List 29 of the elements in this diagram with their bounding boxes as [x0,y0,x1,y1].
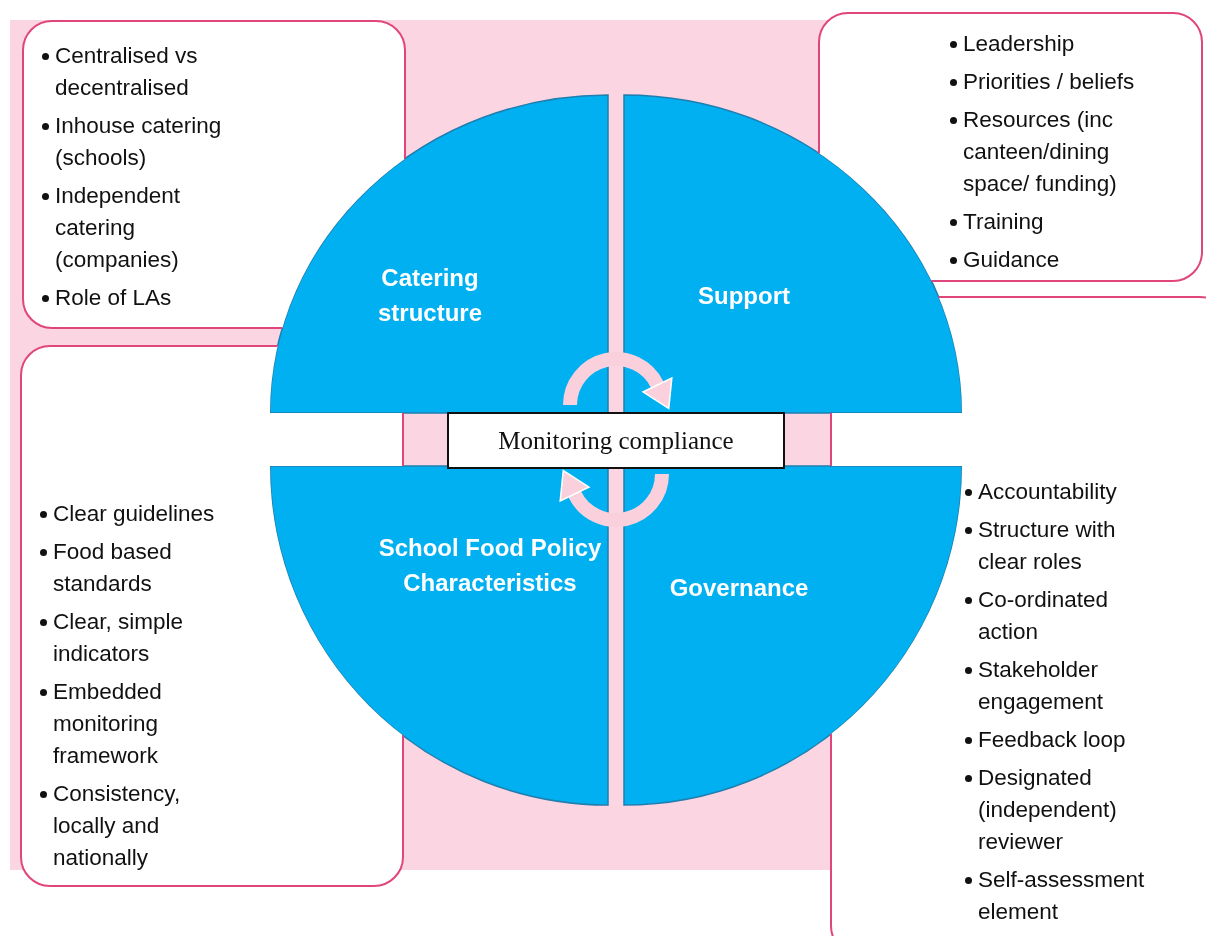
bullet-item: Consistency, locally and nationally [40,778,235,874]
bullet-item: Structure with clear roles [965,514,1165,578]
quadrant-title: Support [697,281,791,311]
bullet-item: Role of LAs [42,282,252,314]
bullet-item: Designated (independent) reviewer [965,762,1165,858]
bullet-item: Clear guidelines [40,498,235,530]
bullet-item: Accountability [965,476,1165,508]
quadrant-title: Catering structure [377,263,483,328]
bullet-item: Leadership [950,28,1165,60]
bullet-item: Embedded monitoring framework [40,676,235,772]
bullet-item: Resources (inc canteen/dining space/ funding) [950,104,1165,200]
quadrant-title: Governance [668,573,810,603]
bullet-item: Food based standards [40,536,235,600]
bullet-item: Clear, simple indicators [40,606,235,670]
bullet-item: Guidance [950,244,1165,276]
center-label-box: Monitoring compliance [447,412,785,469]
bullet-item: Stakeholder engagement [965,654,1165,718]
bullet-item: Self-assessment element [965,864,1165,928]
cycle-arrow [563,352,673,409]
cycle-arrow [559,470,669,527]
bullet-list-box [818,12,1203,282]
bullet-item: Inhouse catering (schools) [42,110,252,174]
bullet-item: Training [950,206,1165,238]
bullet-item: Independent catering (companies) [42,180,252,276]
bullet-item: Co-ordinated action [965,584,1165,648]
quadrant-title: School Food Policy Characteristics [377,533,603,598]
bullet-item: Centralised vs decentralised [42,40,252,104]
bullet-item: Priorities / beliefs [950,66,1165,98]
bullet-item: Feedback loop [965,724,1165,756]
